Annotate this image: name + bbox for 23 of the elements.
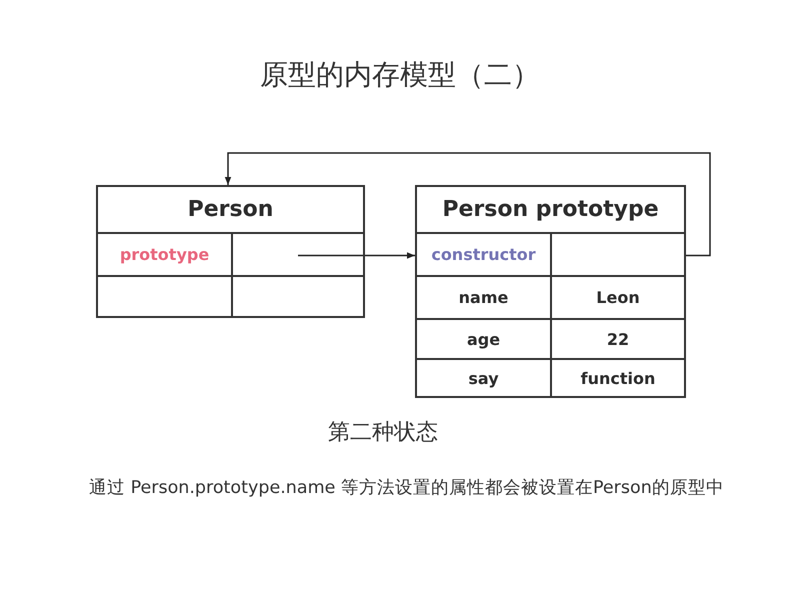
table-cell — [550, 275, 684, 318]
cell-text: age — [466, 330, 500, 348]
table-cell — [550, 318, 684, 358]
table-heading: Person prototype — [441, 196, 660, 224]
arrow — [224, 152, 711, 256]
table — [96, 185, 365, 318]
arrow — [298, 252, 415, 259]
table-heading: Person — [186, 196, 274, 224]
cell-text: say — [468, 368, 499, 388]
cell-text: 22 — [606, 330, 630, 348]
table-cell — [231, 232, 363, 275]
cell-text: Leon — [596, 288, 640, 307]
table — [415, 185, 686, 398]
table-cell — [550, 358, 684, 396]
table-cell — [231, 275, 363, 316]
caption: 第二种状态 — [328, 419, 438, 447]
cell-text: name — [458, 288, 508, 307]
cell-text: function — [580, 368, 656, 388]
table-cell — [550, 232, 684, 275]
cell-text: constructor — [431, 245, 536, 264]
title: 原型的内存模型（二） — [260, 57, 540, 93]
note: 通过 Person.prototype.name 等方法设置的属性都会被设置在Person的原型中 — [89, 477, 724, 499]
cell-text: prototype — [120, 245, 210, 264]
